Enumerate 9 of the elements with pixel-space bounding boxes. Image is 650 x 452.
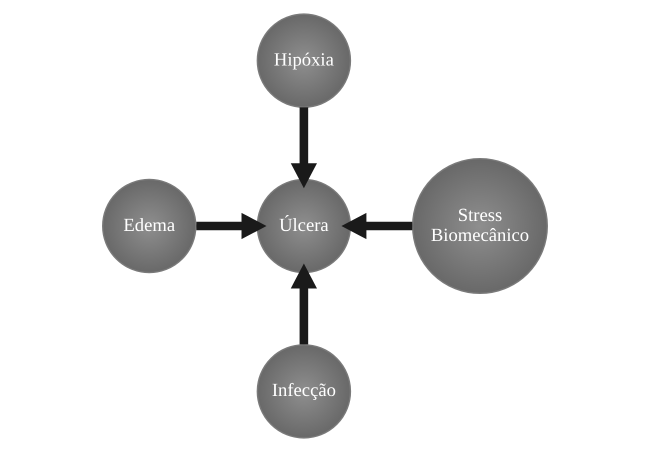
node-circle: Stress Biomecânico [412, 158, 548, 294]
arrow [290, 107, 317, 188]
arrow [341, 212, 412, 240]
node-circle: Hipóxia [256, 13, 352, 108]
arrow [290, 263, 317, 344]
arrow [196, 212, 266, 240]
node-circle: Úlcera [256, 178, 352, 274]
node-circle: Infecção [256, 344, 352, 439]
node-circle: Edema [102, 178, 196, 274]
